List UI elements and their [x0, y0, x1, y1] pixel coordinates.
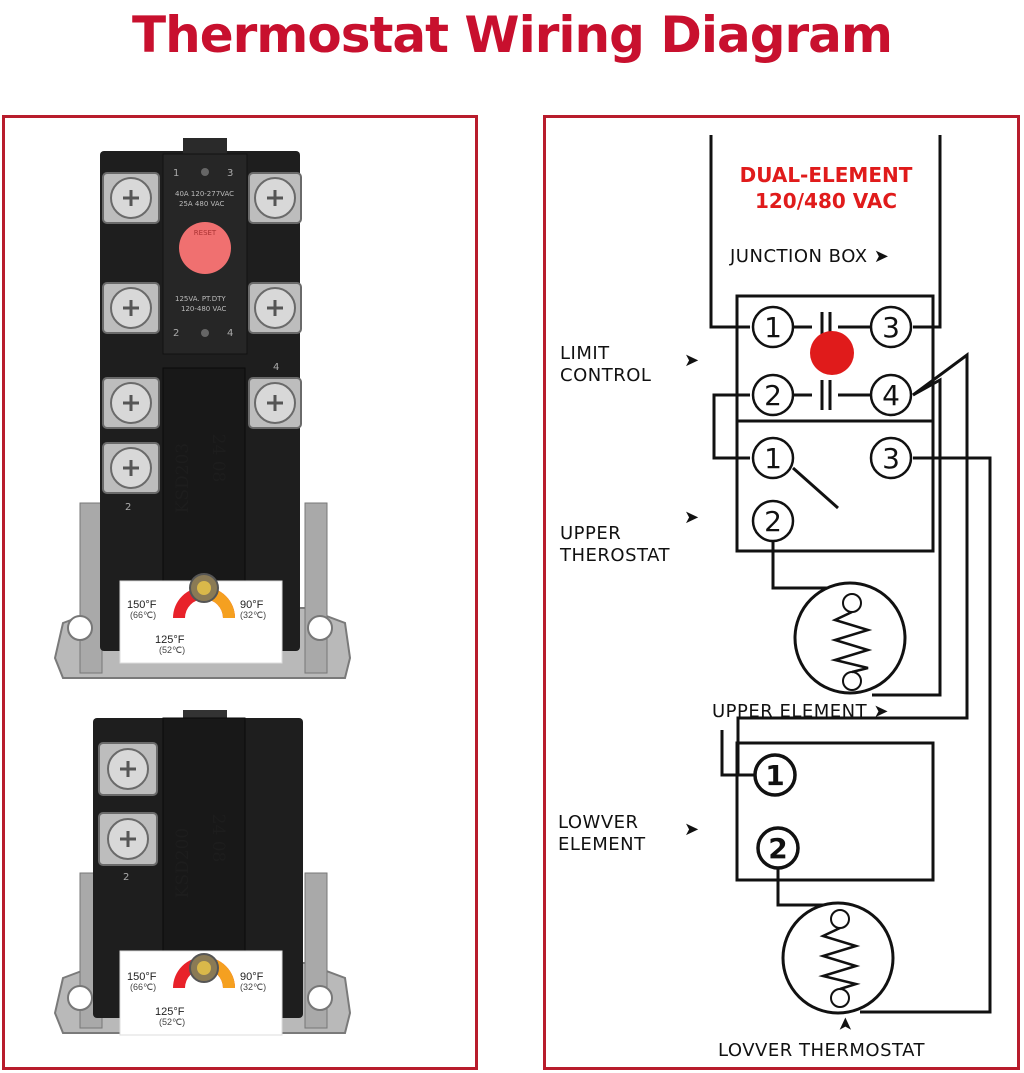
upper-thermostat-device: 1 3 40A 120-277VAC 25A 480 VAC RESET 125…	[53, 138, 352, 679]
upper-element-icon	[793, 581, 907, 695]
dial-mid-f: 125°F	[155, 634, 185, 646]
diagram-subheading: 120/480 VAC	[755, 189, 897, 213]
reset-label: RESET	[194, 229, 217, 237]
dial-mid-c: (52℃)	[159, 645, 185, 655]
lower-thermostat-device: 2 KSD200 24 08 150°F (66℃) 90°F (32℃) 12…	[53, 710, 352, 1036]
terminal-number-3: 3	[227, 168, 233, 179]
limit-terminal-2: 2	[764, 379, 782, 412]
rating-text: 40A 120-277VAC	[175, 190, 234, 198]
dial-high-c: (66℃)	[130, 610, 156, 620]
junction-box-label: JUNCTION BOX ➤	[729, 246, 889, 267]
code-label: 24 08	[208, 434, 228, 483]
lower-thermostat-arrow: ➤	[835, 1016, 856, 1032]
dial-high-f: 150°F	[127, 971, 157, 983]
lower-element-icon	[781, 901, 895, 1015]
dial-low-c: (32℃)	[240, 610, 266, 620]
lower-terminal-2: 2	[768, 832, 787, 865]
lower-element-label: LOWVER	[558, 812, 639, 833]
dial-mid-f: 125°F	[155, 1006, 185, 1018]
code-label: 24 08	[208, 814, 228, 863]
rating-text: 125VA. PT.DTY	[175, 295, 226, 303]
terminal-number-4: 4	[227, 328, 233, 339]
terminal-number-1: 1	[173, 168, 179, 179]
limit-control-arrow: ➤	[684, 350, 700, 371]
upper-thermostat-arrow: ➤	[684, 507, 700, 528]
dial-mid-c: (52℃)	[159, 1017, 185, 1027]
model-label: KSD203	[173, 443, 193, 513]
rating-text: 25A 480 VAC	[179, 200, 225, 208]
limit-control-label: CONTROL	[560, 365, 651, 386]
upper-terminal-1: 1	[764, 442, 782, 475]
lower-element-arrow: ➤	[684, 819, 700, 840]
dial-low-f: 90°F	[240, 971, 264, 983]
dial-high-c: (66℃)	[130, 982, 156, 992]
reset-button	[179, 222, 231, 274]
limit-terminal-3: 3	[882, 311, 900, 344]
page-title: Thermostat Wiring Diagram	[132, 6, 893, 64]
terminal-number-2b: 2	[125, 502, 131, 513]
upper-thermostat-label: THEROSTAT	[559, 545, 671, 566]
dial-high-f: 150°F	[127, 599, 157, 611]
diagram-heading: DUAL-ELEMENT	[740, 163, 913, 187]
limit-terminal-1: 1	[764, 311, 782, 344]
dial-low-f: 90°F	[240, 599, 264, 611]
product-photo-panel: 1 3 40A 120-277VAC 25A 480 VAC RESET 125…	[2, 115, 478, 1070]
upper-terminal-2: 2	[764, 505, 782, 538]
model-label: KSD200	[173, 828, 193, 898]
wiring-diagram: 1 3 2 4 1 3 2 1 2 DUAL-ELEMENT 120/480 V…	[558, 135, 992, 1061]
upper-element-label: UPPER ELEMENT ➤	[712, 701, 889, 722]
rating-text: 120-480 VAC	[181, 305, 226, 313]
terminal-number-4b: 4	[273, 362, 279, 373]
terminal-number-2: 2	[173, 328, 179, 339]
thermostat-photos: 1 3 40A 120-277VAC 25A 480 VAC RESET 125…	[53, 138, 352, 1036]
lower-element-label: ELEMENT	[558, 834, 646, 855]
upper-thermostat-label: UPPER	[560, 523, 621, 544]
lower-thermostat-label: LOVVER THERMOSTAT	[718, 1040, 926, 1061]
dial-low-c: (32℃)	[240, 982, 266, 992]
limit-terminal-4: 4	[882, 379, 900, 412]
upper-terminal-3: 3	[882, 442, 900, 475]
terminal-number-2: 2	[123, 872, 129, 883]
reset-indicator-icon	[810, 331, 854, 375]
wiring-diagram-panel: 1 3 2 4 1 3 2 1 2 DUAL-ELEMENT 120/480 V…	[543, 115, 1020, 1070]
limit-control-label: LIMIT	[560, 343, 610, 364]
lower-terminal-1: 1	[765, 759, 784, 792]
